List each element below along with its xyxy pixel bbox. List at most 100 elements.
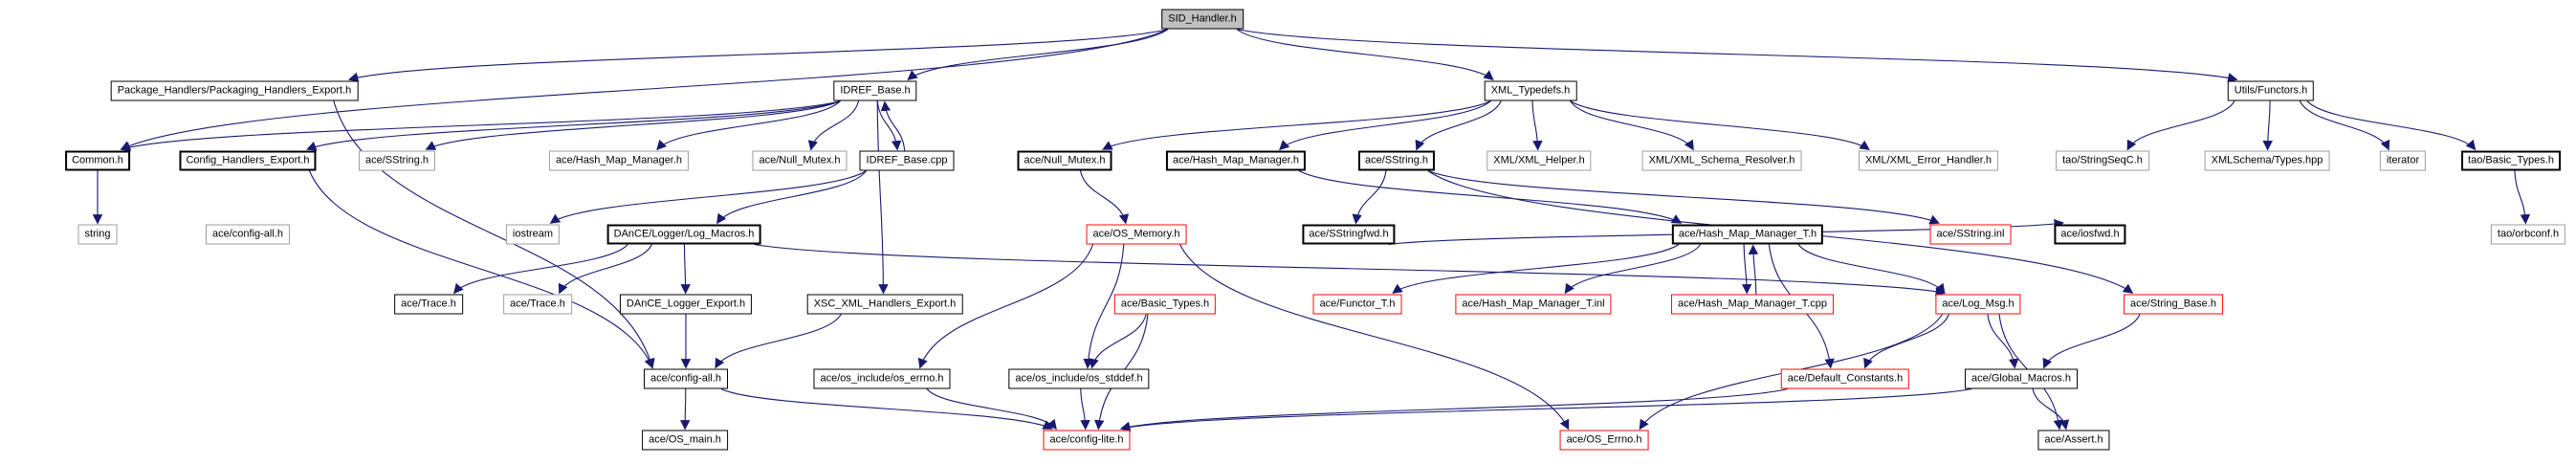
- node-log_macros[interactable]: DAnCE/Logger/Log_Macros.h: [606, 224, 761, 245]
- edge-config_all_2-config_lite: [720, 388, 1053, 430]
- node-os_stddef[interactable]: ace/os_include/os_stddef.h: [1008, 368, 1150, 389]
- edge-sstring_m-sstring_inl: [1427, 169, 1940, 225]
- edge-hashmap_m-hmm_t_h: [1298, 170, 1683, 224]
- edge-nullmutex_m-os_memory: [1079, 170, 1130, 225]
- node-sid: SID_Handler.h: [1161, 9, 1244, 30]
- edge-hmm_t_h-log_msg: [1797, 244, 1946, 295]
- node-xmlschema_types[interactable]: XMLSchema/Types.hpp: [2204, 150, 2330, 171]
- edge-hmm_t_h-hmm_t_cpp: [1741, 244, 1752, 295]
- edge-string_base-global_macros: [2042, 314, 2141, 369]
- edge-xsc_export-config_all_2: [715, 314, 842, 369]
- node-os_main[interactable]: ace/OS_main.h: [642, 430, 728, 451]
- edge-functors-xmlschema_types: [2262, 100, 2273, 151]
- edge-log_msg-global_macros: [1987, 314, 2019, 369]
- node-idref_cpp[interactable]: IDREF_Base.cpp: [859, 150, 955, 171]
- edge-functors-iterator: [2299, 100, 2390, 151]
- edge-idref_h-xsc_export: [876, 100, 889, 295]
- edge-os_errno-config_lite: [926, 388, 1057, 431]
- edge-default_constants-config_lite: [1119, 387, 1789, 431]
- edge-idref_h-nullmutex_l: [807, 100, 860, 151]
- node-global_macros[interactable]: ace/Global_Macros.h: [1965, 368, 2078, 389]
- edge-log_macros-dance_logger_export: [680, 244, 691, 295]
- node-sstringfwd[interactable]: ace/SStringfwd.h: [1302, 224, 1396, 245]
- node-pkg_export[interactable]: Package_Handlers/Packaging_Handlers_Expo…: [110, 80, 359, 101]
- node-config_all_1[interactable]: ace/config-all.h: [206, 224, 290, 245]
- node-xml_helper[interactable]: XML/XML_Helper.h: [1486, 150, 1592, 171]
- edge-global_macros-assert: [2032, 388, 2070, 431]
- edge-sid-xml_typedefs: [1236, 29, 1494, 80]
- node-os_errno[interactable]: ace/os_include/os_errno.h: [813, 368, 951, 389]
- edge-pkg_export-config_all_2: [333, 100, 655, 369]
- node-sstring_l[interactable]: ace/SString.h: [358, 150, 436, 171]
- edge-xml_typedefs-xml_helper: [1531, 100, 1543, 151]
- edge-idref_h-config_handlers_export: [306, 99, 841, 151]
- edge-sid-common: [120, 29, 1169, 150]
- node-sstring_inl[interactable]: ace/SString.inl: [1929, 224, 2012, 245]
- node-stringseqc[interactable]: tao/StringSeqC.h: [2056, 150, 2149, 171]
- node-string_base[interactable]: ace/String_Base.h: [2124, 294, 2223, 315]
- edge-hmm_t_h-functor_t: [1392, 244, 1680, 294]
- node-nullmutex_l[interactable]: ace/Null_Mutex.h: [752, 150, 848, 171]
- edge-xml_typedefs-hashmap_m: [1279, 100, 1491, 151]
- node-assert[interactable]: ace/Assert.h: [2037, 430, 2110, 451]
- node-basic_types[interactable]: ace/Basic_Types.h: [1113, 294, 1217, 315]
- node-config_handlers_export[interactable]: Config_Handlers_Export.h: [179, 150, 317, 171]
- node-hashmap_m[interactable]: ace/Hash_Map_Manager.h: [1165, 150, 1307, 171]
- edge-log_macros-trace1: [452, 244, 628, 295]
- node-sstring_m[interactable]: ace/SString.h: [1357, 150, 1436, 171]
- node-orbconf[interactable]: tao/orbconf.h: [2490, 224, 2566, 245]
- node-functor_t[interactable]: ace/Functor_T.h: [1312, 294, 1402, 315]
- edge-idref_h-idref_cpp: [876, 100, 902, 151]
- node-nullmutex_m[interactable]: ace/Null_Mutex.h: [1017, 150, 1112, 171]
- node-os_errno_h[interactable]: ace/OS_Errno.h: [1559, 430, 1649, 451]
- edge-os_stddef-config_lite: [1080, 388, 1090, 431]
- edge-hmm_t_h-hmm_t_inl: [1564, 244, 1702, 295]
- edge-idref_cpp-log_macros: [716, 170, 867, 225]
- edge-idref_cpp-iostream: [549, 170, 867, 224]
- node-hashmap_l[interactable]: ace/Hash_Map_Manager.h: [548, 150, 690, 171]
- edge-idref_cpp-idref_h: [880, 100, 906, 151]
- edge-sid-idref_h: [907, 29, 1169, 80]
- edge-log_macros-log_msg: [754, 243, 1947, 297]
- node-trace2[interactable]: ace/Trace.h: [503, 294, 572, 315]
- node-config_all_2[interactable]: ace/config-all.h: [644, 368, 728, 389]
- node-common[interactable]: Common.h: [65, 150, 130, 171]
- node-log_msg[interactable]: ace/Log_Msg.h: [1935, 294, 2021, 315]
- edge-xml_typedefs-xml_schema_resolver: [1570, 100, 1694, 151]
- node-config_lite[interactable]: ace/config-lite.h: [1043, 430, 1131, 451]
- node-hmm_t_inl[interactable]: ace/Hash_Map_Manager_T.inl: [1455, 294, 1612, 315]
- edge-idref_h-common: [120, 99, 841, 152]
- edge-hmm_t_cpp-hmm_t_h: [1748, 244, 1759, 295]
- node-iostream[interactable]: iostream: [505, 224, 561, 245]
- edge-sstring_m-sstringfwd: [1352, 170, 1387, 225]
- node-hmm_t_cpp[interactable]: ace/Hash_Map_Manager_T.cpp: [1671, 294, 1834, 315]
- edge-idref_h-hashmap_l: [656, 100, 841, 151]
- node-iterator[interactable]: iterator: [2379, 150, 2427, 171]
- node-functors[interactable]: Utils/Functors.h: [2227, 80, 2315, 101]
- node-xml_schema_resolver[interactable]: XML/XML_Schema_Resolver.h: [1641, 150, 1802, 171]
- node-default_constants[interactable]: ace/Default_Constants.h: [1780, 368, 1910, 389]
- edge-basic_types-os_stddef: [1089, 314, 1147, 369]
- edge-sid-pkg_export: [347, 28, 1169, 82]
- edge-functors-tao_basic_types: [2306, 100, 2477, 151]
- node-xml_error_handler[interactable]: XML/XML_Error_Handler.h: [1858, 150, 1999, 171]
- edge-os_memory-os_errno_h: [1179, 244, 1570, 431]
- node-iosfwd[interactable]: ace/iosfwd.h: [2054, 224, 2126, 245]
- node-hmm_t_h[interactable]: ace/Hash_Map_Manager_T.h: [1671, 224, 1824, 245]
- edge-config_handlers_export-config_all_2: [308, 170, 654, 369]
- edge-functors-stringseqc: [2126, 100, 2235, 151]
- edge-config_all_2-os_main: [679, 388, 691, 431]
- node-trace1[interactable]: ace/Trace.h: [394, 294, 463, 315]
- node-dance_logger_export[interactable]: DAnCE_Logger_Export.h: [619, 294, 753, 315]
- node-tao_basic_types[interactable]: tao/Basic_Types.h: [2461, 150, 2561, 171]
- node-xsc_export[interactable]: XSC_XML_Handlers_Export.h: [806, 294, 963, 315]
- edge-xml_typedefs-nullmutex_m: [1102, 100, 1491, 150]
- node-idref_h[interactable]: IDREF_Base.h: [833, 80, 917, 101]
- node-xml_typedefs[interactable]: XML_Typedefs.h: [1484, 80, 1577, 101]
- node-os_memory[interactable]: ace/OS_Memory.h: [1086, 224, 1187, 245]
- node-string[interactable]: string: [77, 224, 118, 245]
- edge-log_macros-trace2: [558, 244, 652, 295]
- edge-sid-functors: [1236, 28, 2238, 83]
